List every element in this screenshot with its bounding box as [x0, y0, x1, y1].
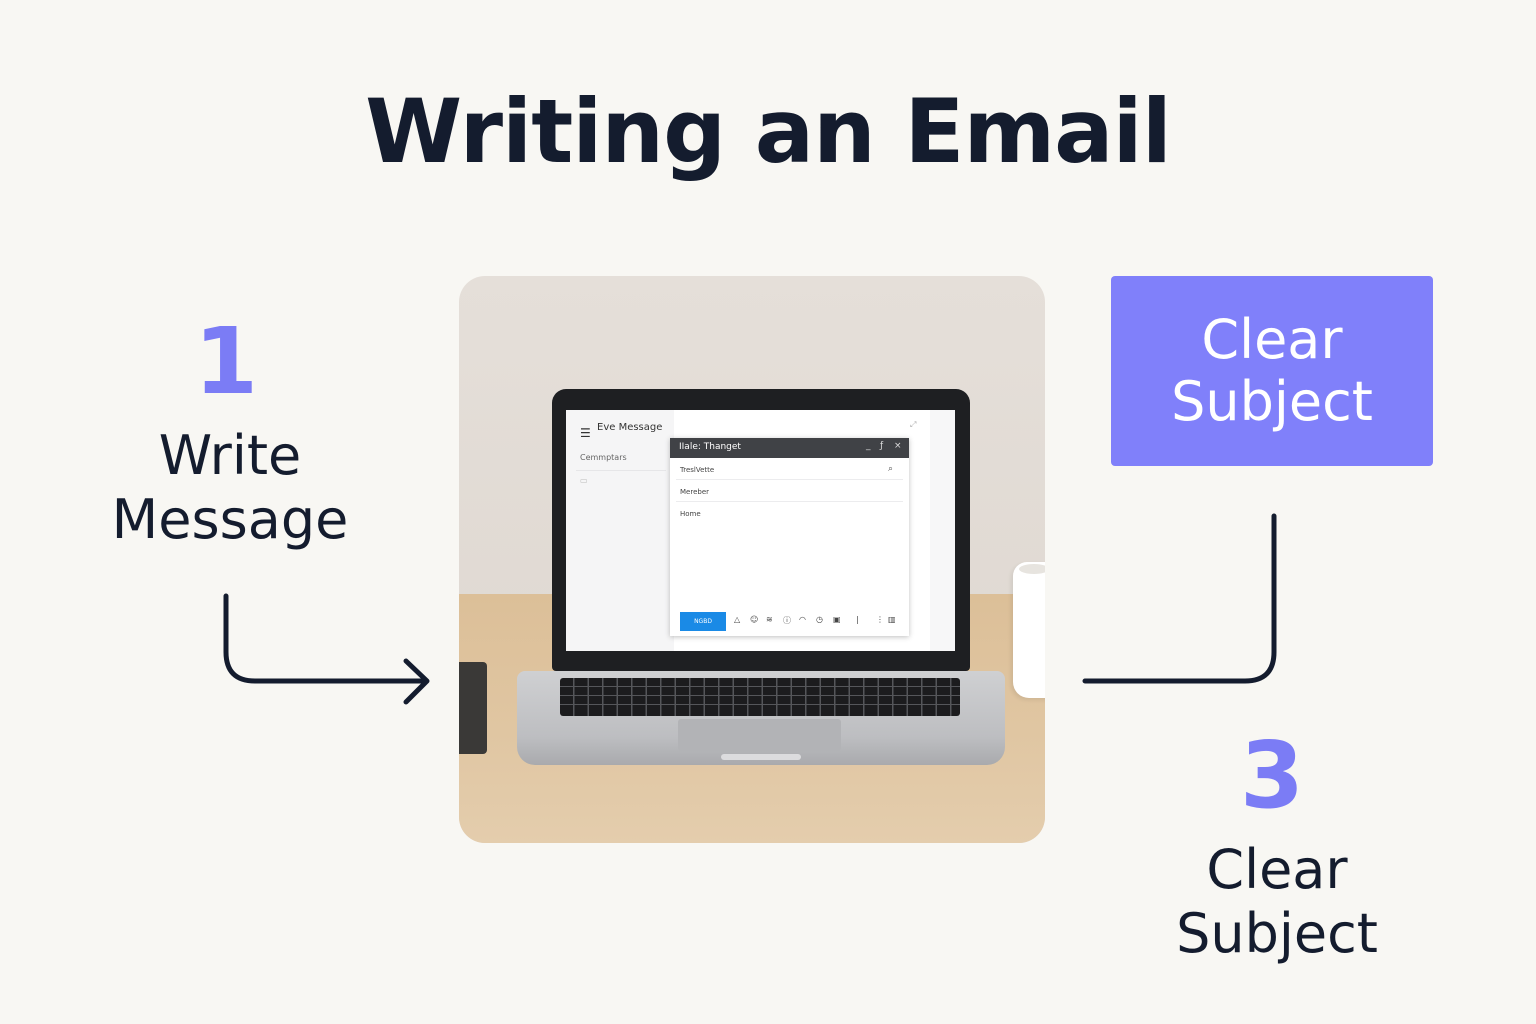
message-body[interactable]: Home [680, 510, 701, 518]
step-1-label-line-2: Message [111, 488, 349, 551]
compose-window: IIale: Thanget _ ƒ × TreslVette ⌕ Merebe… [670, 438, 909, 636]
arrow-step1-to-photo [223, 593, 429, 684]
callout-line-1: Clear [1201, 308, 1343, 371]
photo-icon[interactable]: ◠ [799, 615, 806, 624]
expand-icon[interactable]: ⤢ [910, 420, 917, 429]
laptop-front-notch [721, 754, 801, 760]
key-row-line [560, 686, 960, 687]
email-right-column [930, 410, 955, 651]
arrowhead-icon [403, 658, 430, 705]
compose-header: IIale: Thanget _ ƒ × [670, 438, 909, 458]
info-icon[interactable]: ⓘ [783, 616, 791, 625]
step-3-label-line-2: Subject [1176, 902, 1378, 965]
mug [1013, 562, 1045, 698]
subject-field[interactable]: Mereber [680, 488, 710, 496]
laptop-keyboard [560, 678, 960, 716]
email-sidebar [566, 410, 674, 651]
compose-title: IIale: Thanget [679, 442, 741, 452]
folder-icon[interactable]: ▭ [580, 476, 588, 485]
calendar-icon[interactable]: ▣ [833, 615, 841, 624]
barcode-icon[interactable]: ▥ [888, 615, 896, 624]
compose-link[interactable]: Cemmptars [580, 453, 627, 462]
page-title: Writing an Email [365, 80, 1172, 183]
sidebar-divider [576, 470, 666, 471]
step-1-label-line-1: Write [158, 424, 302, 487]
minimize-icon[interactable]: _ [866, 441, 871, 451]
email-app-title: Eve Message [597, 422, 663, 433]
trackpad [678, 719, 841, 751]
more-icon[interactable]: ⋮ [876, 615, 884, 624]
key-row-line [560, 695, 960, 696]
field-divider [676, 501, 903, 502]
laptop-photo: ☰ Eve Message Cemmptars ▭ ⤢ IIale: Thang… [459, 276, 1045, 843]
search-icon[interactable]: ⌕ [888, 464, 894, 474]
step-1-number: 1 [193, 308, 258, 415]
recipients-field[interactable]: TreslVette [680, 466, 715, 474]
step-1-label: Write Message [80, 424, 380, 552]
emoji-icon[interactable]: ☺ [750, 615, 759, 624]
step-3-number: 3 [1239, 722, 1304, 829]
drive-icon[interactable]: △ [734, 615, 741, 624]
lock-icon[interactable]: ◷ [816, 615, 823, 624]
toolbar-divider: | [856, 615, 859, 624]
send-button[interactable]: NGBD [680, 612, 726, 631]
key-row-line [560, 704, 960, 705]
field-divider [676, 479, 903, 480]
callout-line-2: Subject [1171, 370, 1373, 433]
step-3-label: Clear Subject [1127, 838, 1427, 966]
connector-photo-to-callout [1082, 513, 1277, 684]
fullscreen-icon[interactable]: ƒ [880, 441, 884, 451]
step-3-label-line-1: Clear [1206, 838, 1348, 901]
notebook [459, 662, 487, 754]
link-icon[interactable]: ≋ [766, 615, 773, 624]
clear-subject-callout: Clear Subject [1111, 276, 1433, 466]
close-icon[interactable]: × [894, 441, 902, 451]
mug-rim [1019, 564, 1045, 574]
hamburger-menu-icon[interactable]: ☰ [580, 426, 591, 440]
